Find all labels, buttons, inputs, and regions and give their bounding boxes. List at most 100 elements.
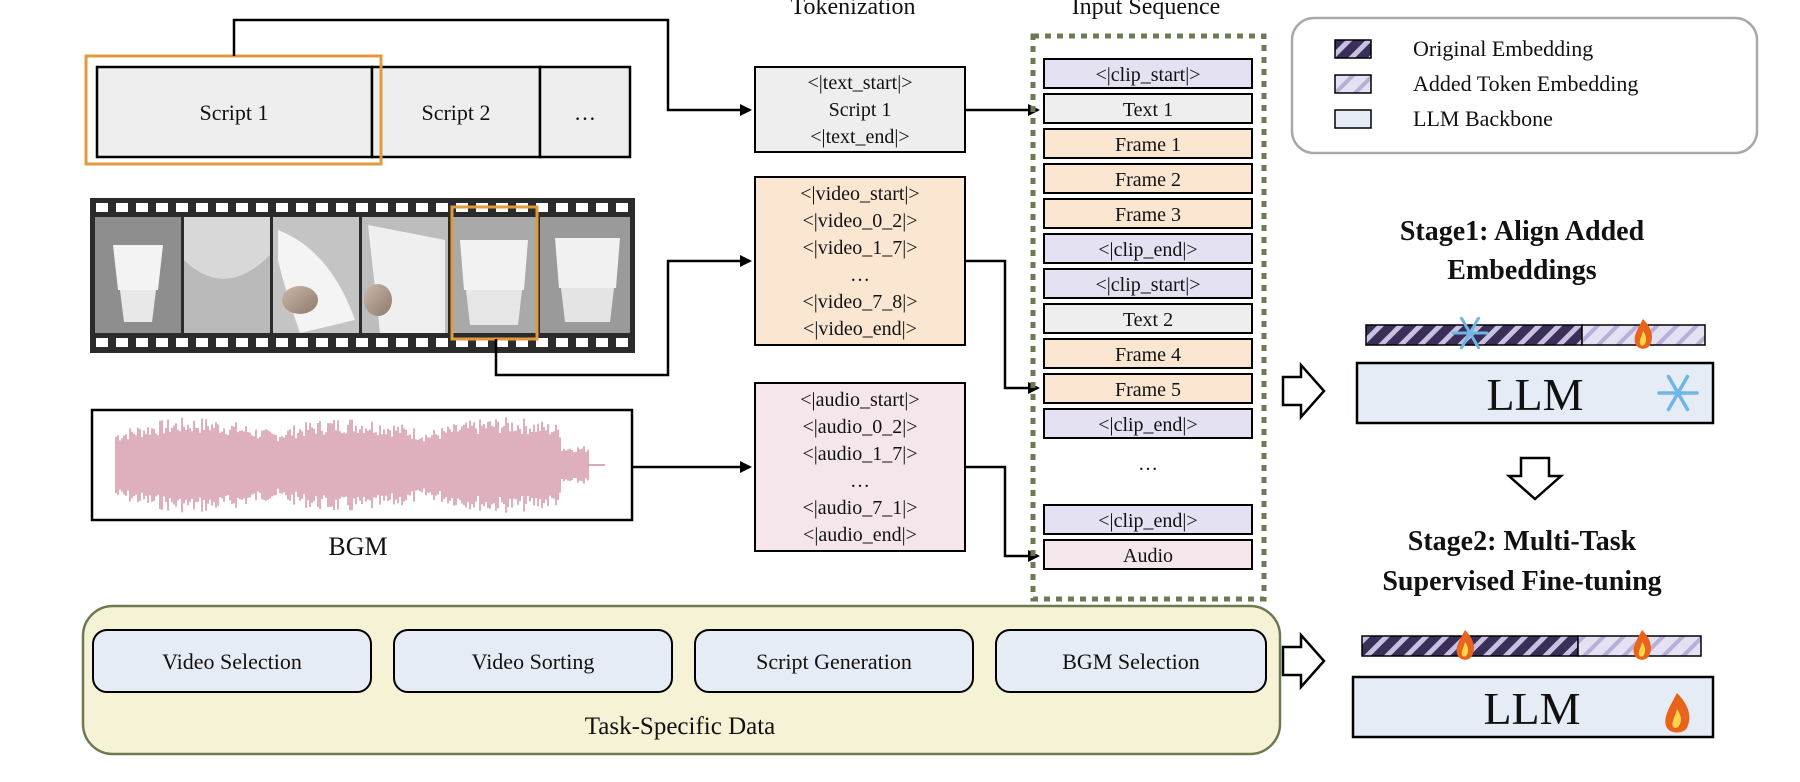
sprocket-hole	[396, 203, 408, 212]
sprocket-hole	[556, 338, 568, 347]
stage1-title-line2: Embeddings	[1447, 255, 1596, 286]
audio-to-sequence-arrow	[965, 465, 1040, 562]
script-2-label: Script 2	[421, 100, 490, 125]
sequence-item-box	[1043, 128, 1253, 159]
sprocket-hole	[576, 338, 588, 347]
stage2-original-fire-icon	[1456, 630, 1474, 660]
task-video-sorting	[393, 629, 673, 693]
shorts-shape-3	[561, 288, 614, 322]
stage2-title-line2: Supervised Fine-tuning	[1382, 566, 1661, 597]
stage1-hollow-arrow	[1281, 361, 1326, 421]
shirt-shape-2	[460, 240, 528, 290]
sprocket-hole	[596, 203, 608, 212]
video-frames	[95, 217, 630, 333]
legend-box	[1290, 16, 1759, 155]
sprocket-hole	[416, 338, 428, 347]
sprocket-hole	[156, 203, 168, 212]
fabric-shape	[184, 255, 270, 333]
sprocket-hole	[376, 203, 388, 212]
text-token-2: <|text_end|>	[810, 126, 909, 148]
sprocket-hole	[596, 338, 608, 347]
sprocket-hole	[176, 338, 188, 347]
sequence-item-box	[1043, 504, 1253, 535]
task-script-generation-label: Script Generation	[756, 649, 912, 674]
sprocket-hole	[416, 203, 428, 212]
sprocket-hole	[356, 338, 368, 347]
sequence-item-label: Frame 4	[1115, 344, 1181, 366]
video-token-2: <|video_1_7|>	[803, 237, 918, 259]
sprocket-hole	[516, 338, 528, 347]
task-panel-box	[81, 604, 1282, 756]
shirt-shape	[113, 245, 163, 290]
sequence-item-label: Frame 2	[1115, 169, 1181, 191]
sprocket-hole	[316, 203, 328, 212]
sequence-item-label: <|clip_end|>	[1098, 239, 1197, 261]
stage1-added-fire-icon	[1634, 319, 1652, 349]
script-1-box	[95, 65, 374, 159]
sprocket-hole	[176, 203, 188, 212]
sprocket-hole	[276, 203, 288, 212]
audio-token-1: <|audio_0_2|>	[803, 416, 918, 438]
sprocket-hole	[436, 338, 448, 347]
sequence-item-label: <|clip_start|>	[1096, 274, 1201, 296]
video-filmstrip	[90, 198, 635, 353]
sequence-item-box	[1043, 233, 1253, 264]
sprocket-hole	[216, 203, 228, 212]
sprocket-hole	[616, 338, 628, 347]
stage-arrows	[1281, 361, 1565, 691]
video-to-sequence-arrow	[965, 259, 1040, 394]
stage-2: Stage2: Multi-Task Supervised Fine-tunin…	[1351, 526, 1715, 739]
stage1-llm-label: LLM	[1486, 369, 1583, 420]
stage1-llm-backbone	[1355, 361, 1715, 425]
legend-added-swatch	[1334, 74, 1372, 94]
sprocket-hole	[536, 338, 548, 347]
stage1-backbone-snowflake-icon	[1657, 374, 1699, 412]
task-video-sorting-label: Video Sorting	[472, 649, 595, 674]
sprocket-hole	[96, 203, 108, 212]
task-script-generation	[694, 629, 974, 693]
sprocket-hole	[196, 338, 208, 347]
sprocket-hole	[296, 338, 308, 347]
stage2-added-fire-icon	[1633, 630, 1651, 660]
audio-token-box: <|audio_start|> <|audio_0_2|> <|audio_1_…	[754, 382, 966, 552]
sprocket-hole	[156, 338, 168, 347]
sprocket-hole	[396, 338, 408, 347]
video-token-3: …	[850, 264, 870, 286]
sequence-item-box	[1043, 373, 1253, 404]
shirt-shape-3	[555, 238, 620, 288]
sprocket-hole	[276, 338, 288, 347]
stage1-title-line1: Stage1: Align Added	[1400, 216, 1645, 247]
audio-token-5: <|audio_end|>	[803, 524, 917, 546]
sprocket-hole	[356, 203, 368, 212]
sprocket-hole	[316, 338, 328, 347]
shorts-shape	[120, 290, 156, 322]
sprocket-hole	[456, 338, 468, 347]
sequence-item-box	[1043, 408, 1253, 439]
sequence-item-box	[1043, 93, 1253, 124]
sprocket-hole	[436, 203, 448, 212]
sequence-ellipsis: …	[1138, 453, 1158, 475]
cloth-shape-2	[368, 225, 445, 333]
task-bgm-selection	[995, 629, 1267, 693]
sprocket-hole	[236, 203, 248, 212]
hand-shape-2	[364, 284, 392, 316]
sprocket-hole	[616, 203, 628, 212]
bgm-waveform	[115, 417, 605, 513]
sequence-item-box	[1043, 198, 1253, 229]
script-to-token-arrow	[232, 18, 752, 116]
video-token-1: <|video_0_2|>	[803, 210, 918, 232]
video-to-token-arrow	[494, 255, 752, 377]
sequence-item-label: Frame 5	[1115, 379, 1181, 401]
script-2-box	[370, 65, 542, 159]
hand-shape	[282, 286, 318, 314]
video-token-5: <|video_end|>	[803, 318, 917, 340]
sprocket-hole	[336, 338, 348, 347]
sequence-item-label: <|clip_start|>	[1096, 64, 1201, 86]
legend-original-swatch	[1334, 39, 1372, 59]
bgm-waveform-panel: BGM	[90, 408, 634, 561]
sequence-item-label: Text 1	[1123, 99, 1173, 121]
legend-backbone-label: LLM Backbone	[1413, 106, 1553, 131]
legend: Original Embedding Added Token Embedding…	[1290, 16, 1759, 155]
sprocket-hole	[376, 338, 388, 347]
stage-1: Stage1: Align Added Embeddings LLM	[1355, 216, 1715, 425]
